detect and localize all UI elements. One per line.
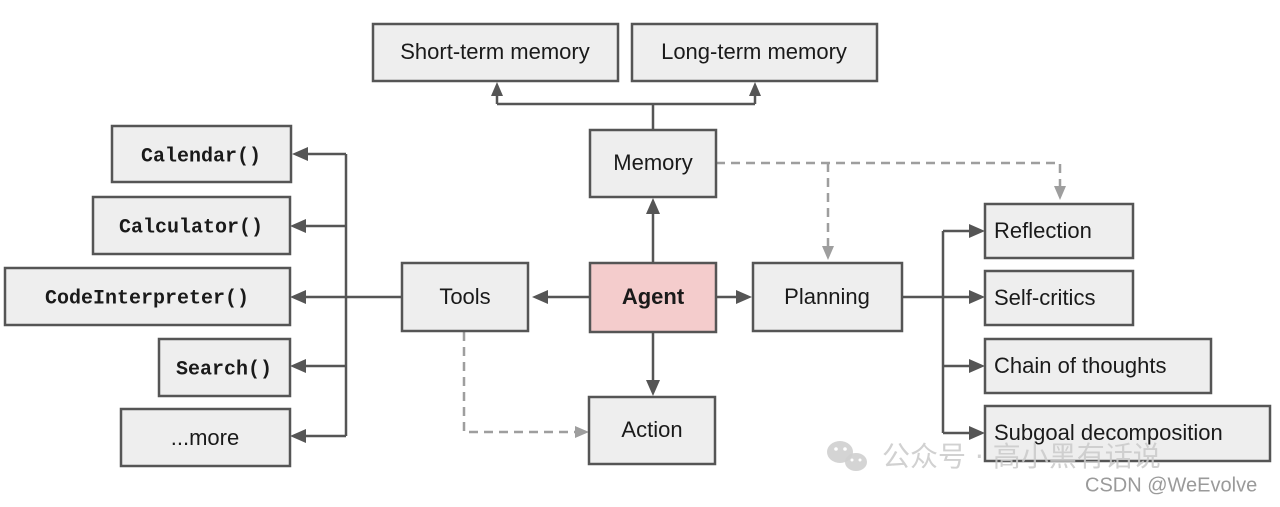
arrowhead-code-interpreter: [290, 290, 306, 304]
arrowhead-reflection: [969, 224, 985, 238]
calendar-label: Calendar(): [141, 145, 261, 168]
arrowhead-self-critics: [969, 290, 985, 304]
more-label: ...more: [171, 425, 239, 450]
arrowhead-action: [646, 380, 660, 396]
arrowhead-calculator: [290, 219, 306, 233]
arrowhead-chain-of-thoughts: [969, 359, 985, 373]
arrowhead-subgoal: [969, 426, 985, 440]
planning-label: Planning: [784, 284, 870, 309]
node-reflection: Reflection: [983, 202, 1135, 260]
node-short-term-memory: Short-term memory: [371, 22, 620, 83]
arrowhead-tools: [532, 290, 548, 304]
chain-of-thoughts-label: Chain of thoughts: [994, 353, 1166, 378]
arrowhead-more: [290, 429, 306, 443]
node-action: Action: [587, 395, 717, 466]
code-interpreter-label: CodeInterpreter(): [45, 287, 249, 310]
arrowhead-dashed-action: [575, 426, 589, 438]
watermark-text: 公众号 · 高小黑有话说: [882, 440, 1161, 473]
reflection-label: Reflection: [994, 218, 1092, 243]
arrowhead-long-term: [749, 82, 761, 96]
arrowheads: [290, 82, 1066, 443]
memory-label: Memory: [613, 150, 692, 175]
arrowhead-planning: [736, 290, 752, 304]
dashed-edges: [462, 161, 1062, 434]
arrowhead-short-term: [491, 82, 503, 96]
node-long-term-memory: Long-term memory: [630, 22, 879, 83]
node-memory: Memory: [588, 128, 718, 199]
node-subgoal-decomposition: Subgoal decomposition: [983, 404, 1272, 463]
arrowhead-dashed-planning: [822, 246, 834, 260]
node-more: ...more: [119, 407, 292, 468]
edge-memory-to-reflection: [716, 161, 1062, 186]
self-critics-label: Self-critics: [994, 285, 1095, 310]
subgoal-decomposition-label: Subgoal decomposition: [994, 420, 1223, 445]
node-agent: Agent: [588, 261, 718, 334]
agent-label: Agent: [622, 284, 685, 309]
node-tools: Tools: [400, 261, 530, 333]
wechat-icon: [827, 441, 867, 471]
arrowhead-search: [290, 359, 306, 373]
node-calculator: Calculator(): [91, 195, 292, 256]
arrowhead-calendar: [292, 147, 308, 161]
action-label: Action: [621, 417, 682, 442]
long-term-memory-label: Long-term memory: [661, 39, 847, 64]
node-self-critics: Self-critics: [983, 269, 1135, 327]
watermark-credit: CSDN @WeEvolve: [1085, 474, 1257, 496]
watermark: 公众号 · 高小黑有话说 CSDN @WeEvolve: [827, 440, 1257, 496]
node-planning: Planning: [751, 261, 904, 333]
arrowhead-memory: [646, 198, 660, 214]
node-search: Search(): [157, 337, 292, 398]
edge-memory-to-memory-types: [495, 91, 757, 130]
edge-planning-to-subitems: [902, 229, 972, 435]
search-label: Search(): [176, 358, 272, 381]
arrowhead-dashed-reflection: [1054, 186, 1066, 200]
short-term-memory-label: Short-term memory: [400, 39, 589, 64]
edge-tools-to-action: [462, 332, 575, 434]
node-chain-of-thoughts: Chain of thoughts: [983, 337, 1213, 395]
node-code-interpreter: CodeInterpreter(): [3, 266, 292, 327]
tools-label: Tools: [439, 284, 490, 309]
edge-tools-to-toollist: [304, 152, 402, 438]
node-calendar: Calendar(): [110, 124, 293, 184]
calculator-label: Calculator(): [119, 216, 263, 239]
